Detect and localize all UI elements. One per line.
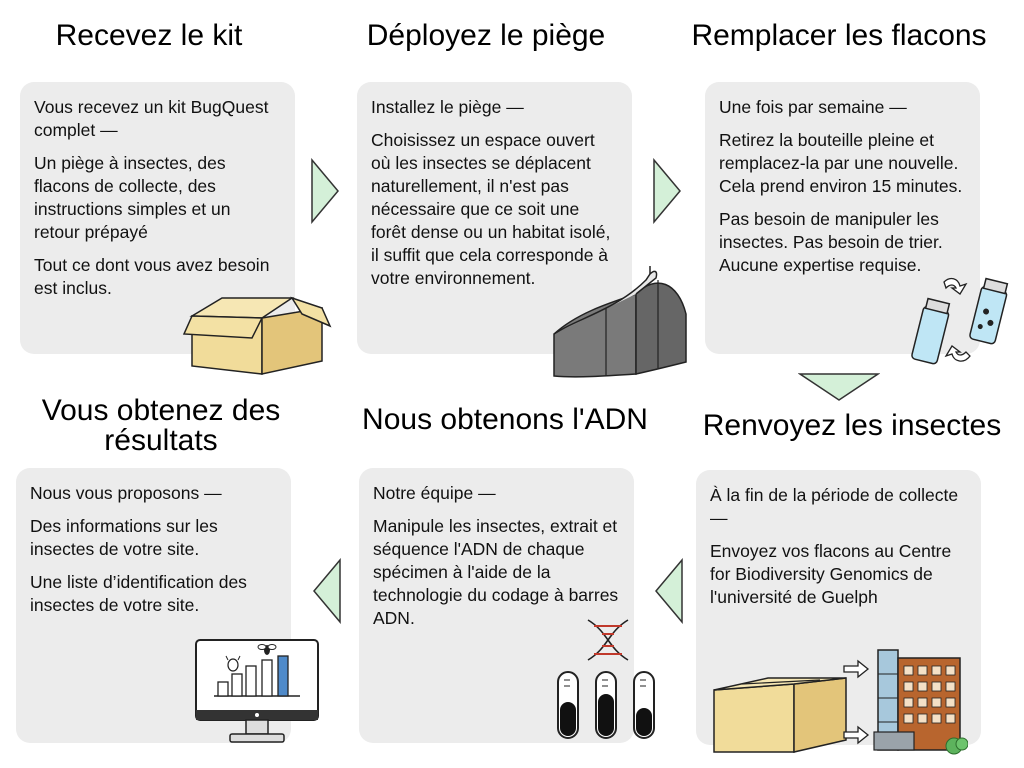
step-6-paragraph-1: Des informations sur les insectes de vot… xyxy=(30,516,218,559)
arrow-down xyxy=(798,373,880,401)
step-3-card: Une fois par semaine — Retirez la boutei… xyxy=(705,82,980,354)
results-monitor-icon xyxy=(195,639,319,743)
step-2-card: Installez le piège — Choisissez un espac… xyxy=(357,82,632,354)
arrow-left-2 xyxy=(313,558,341,624)
step-4-intro: À la fin de la période de collecte — xyxy=(710,485,959,528)
step-4-paragraph-1: Envoyez vos flacons au Centre for Biodiv… xyxy=(710,541,952,607)
step-4-title: Renvoyez les insectes xyxy=(702,409,1002,442)
step-3-intro: Une fois par semaine — xyxy=(719,97,907,117)
open-box-icon xyxy=(182,296,332,375)
arrow-right-2 xyxy=(653,158,681,224)
dna-test-tubes-icon xyxy=(557,619,655,739)
step-1-paragraph-1: Un piège à insectes, des flacons de coll… xyxy=(34,153,231,242)
step-5-title: Nous obtenons l'ADN xyxy=(362,403,648,436)
step-5-intro: Notre équipe — xyxy=(373,483,496,503)
step-3-title: Remplacer les flacons xyxy=(691,19,987,52)
step-6-title: Vous obtenez des résultats xyxy=(41,394,281,457)
step-6-intro: Nous vous proposons — xyxy=(30,483,222,503)
step-1-title: Recevez le kit xyxy=(55,19,243,52)
step-5-paragraph-1: Manipule les insectes, extrait et séquen… xyxy=(373,516,619,628)
arrow-left-1 xyxy=(655,558,683,624)
step-3-paragraph-1: Retirez la bouteille pleine et remplacez… xyxy=(719,130,963,196)
step-1-paragraph-2: Tout ce dont vous avez besoin est inclus… xyxy=(34,255,270,298)
step-6-paragraph-2: Une liste d’identification des insectes … xyxy=(30,572,247,615)
step-3-paragraph-2: Pas besoin de manipuler les insectes. Pa… xyxy=(719,209,943,275)
insect-trap-icon xyxy=(553,266,687,378)
ship-to-building-icon xyxy=(713,649,968,755)
step-2-intro: Installez le piège — xyxy=(371,97,524,117)
step-1-intro: Vous recevez un kit BugQuest complet — xyxy=(34,97,269,140)
arrow-right-1 xyxy=(311,158,339,224)
step-5-card: Notre équipe — Manipule les insectes, ex… xyxy=(359,468,634,743)
swap-bottles-icon xyxy=(911,277,1009,365)
step-1-card: Vous recevez un kit BugQuest complet — U… xyxy=(20,82,295,354)
step-2-title: Déployez le piège xyxy=(366,19,606,52)
step-2-paragraph-1: Choisissez un espace ouvert où les insec… xyxy=(371,130,611,288)
